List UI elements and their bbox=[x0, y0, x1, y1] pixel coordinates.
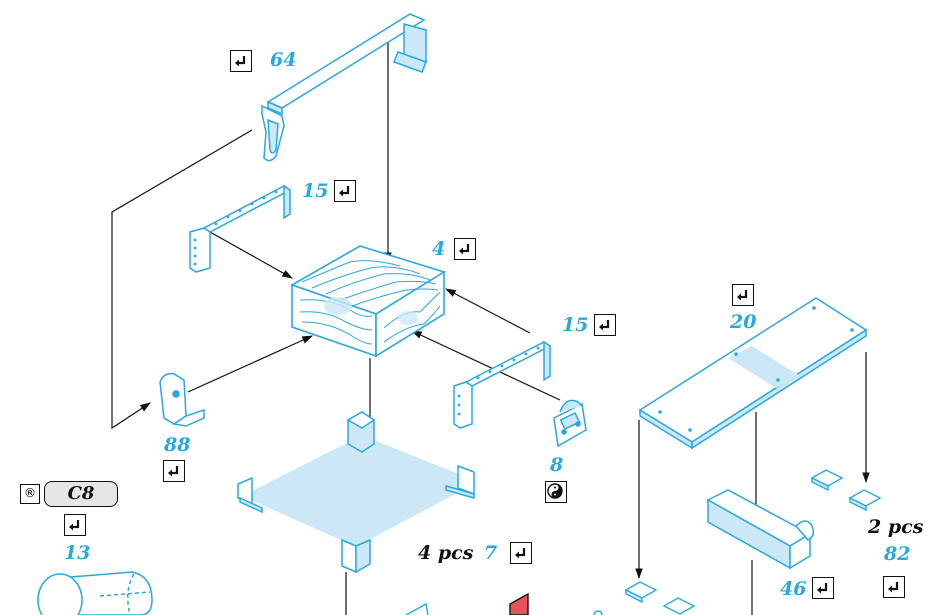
checkbox-15a[interactable] bbox=[334, 180, 356, 202]
part-qty-7: 4 pcs bbox=[418, 542, 474, 564]
part-20-board bbox=[638, 297, 868, 450]
part-13-cylinder bbox=[37, 571, 153, 615]
part-label-46: 46 bbox=[780, 578, 807, 600]
checkbox-20[interactable] bbox=[732, 284, 754, 306]
part-label-15a: 15 bbox=[302, 180, 329, 202]
foot-pads bbox=[624, 469, 882, 615]
part-15b-strap bbox=[453, 340, 552, 429]
assembly-lines bbox=[111, 42, 870, 615]
arrow-88-to-4 bbox=[187, 335, 313, 393]
arrow-15b-to-4 bbox=[445, 288, 531, 334]
checkbox-64[interactable] bbox=[230, 50, 252, 72]
part-label-13: 13 bbox=[64, 542, 91, 564]
part-88-clip bbox=[159, 372, 205, 427]
part-4-wood-block bbox=[290, 245, 446, 358]
part-label-7: 7 bbox=[484, 542, 498, 564]
part-label-8: 8 bbox=[550, 454, 564, 476]
checkbox-46[interactable] bbox=[812, 577, 834, 599]
part-label-4: 4 bbox=[432, 238, 446, 260]
yin-yang-icon[interactable] bbox=[545, 481, 567, 503]
checkbox-88[interactable] bbox=[163, 460, 185, 482]
part-code-badge: C8 bbox=[44, 481, 118, 507]
part-46-trough bbox=[706, 489, 815, 570]
part-qty-82: 2 pcs bbox=[868, 516, 924, 538]
checkbox-15b[interactable] bbox=[594, 314, 616, 336]
part-label-82: 82 bbox=[884, 543, 911, 565]
part-label-20: 20 bbox=[730, 311, 757, 333]
bottom-fragments bbox=[405, 592, 603, 615]
part-64-hook-bracket bbox=[261, 13, 427, 162]
part-label-64: 64 bbox=[270, 49, 297, 71]
checkbox-4[interactable] bbox=[454, 238, 476, 260]
checkbox-82[interactable] bbox=[883, 576, 905, 598]
arrow-8-to-4 bbox=[411, 330, 561, 401]
part-15a-strap bbox=[189, 184, 292, 273]
arrow-64-to-88 bbox=[111, 129, 253, 430]
part-label-88: 88 bbox=[164, 434, 191, 456]
part-label-15b: 15 bbox=[562, 314, 589, 336]
checkbox-7[interactable] bbox=[510, 542, 532, 564]
checkbox-13[interactable] bbox=[64, 514, 86, 536]
part-7-base-sheet bbox=[237, 411, 478, 574]
registered-icon: ® bbox=[20, 484, 40, 504]
arrow-15a-to-4 bbox=[209, 231, 293, 279]
part-8-latch bbox=[553, 399, 587, 448]
